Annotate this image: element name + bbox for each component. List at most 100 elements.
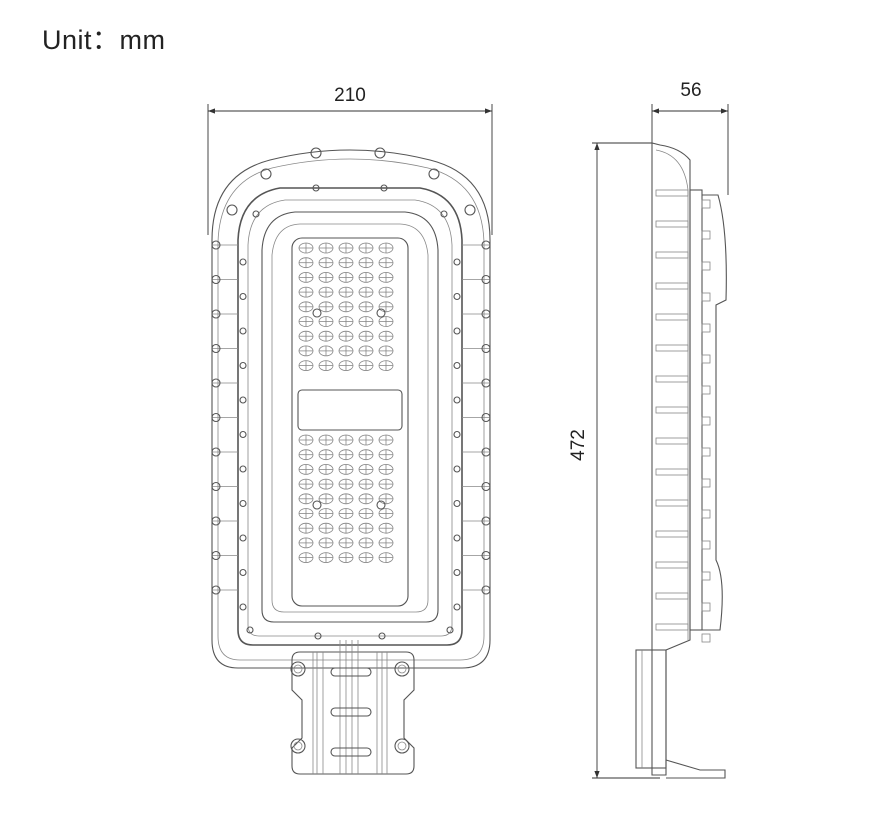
led bbox=[338, 360, 354, 372]
led-array bbox=[298, 242, 394, 563]
led bbox=[298, 449, 314, 461]
width-dimension: 210 bbox=[207, 85, 493, 235]
led bbox=[378, 345, 394, 357]
led bbox=[318, 345, 334, 357]
led bbox=[358, 552, 374, 563]
led bbox=[298, 552, 314, 563]
led bbox=[378, 301, 394, 313]
height-value: 472 bbox=[568, 429, 589, 461]
led bbox=[298, 271, 314, 283]
led bbox=[378, 463, 394, 475]
led bbox=[318, 316, 334, 327]
led bbox=[358, 478, 374, 490]
led bbox=[378, 271, 394, 283]
led bbox=[358, 493, 374, 505]
led bbox=[338, 257, 354, 269]
led bbox=[338, 552, 354, 563]
led bbox=[338, 271, 354, 283]
led bbox=[338, 345, 354, 357]
led bbox=[378, 493, 394, 505]
led bbox=[298, 522, 314, 534]
led bbox=[358, 316, 374, 327]
mounting-bracket bbox=[290, 640, 415, 775]
led bbox=[338, 434, 354, 446]
led bbox=[338, 242, 354, 254]
led bbox=[338, 463, 354, 475]
led bbox=[358, 286, 374, 298]
led bbox=[338, 449, 354, 461]
led bbox=[298, 330, 314, 342]
led bbox=[298, 493, 314, 505]
led bbox=[318, 522, 334, 534]
led bbox=[378, 434, 394, 446]
led bbox=[298, 360, 314, 372]
width-value: 210 bbox=[334, 85, 366, 106]
led bbox=[378, 257, 394, 269]
led bbox=[358, 271, 374, 283]
led bbox=[318, 242, 334, 254]
led bbox=[358, 257, 374, 269]
led bbox=[378, 449, 394, 461]
led bbox=[378, 552, 394, 563]
led bbox=[298, 316, 314, 327]
led bbox=[378, 330, 394, 342]
led bbox=[358, 508, 374, 519]
led bbox=[358, 242, 374, 254]
led bbox=[318, 286, 334, 298]
led bbox=[358, 345, 374, 357]
led bbox=[318, 271, 334, 283]
led bbox=[378, 286, 394, 298]
led bbox=[358, 360, 374, 372]
depth-dimension: 56 bbox=[651, 80, 729, 195]
led bbox=[358, 330, 374, 342]
led bbox=[338, 522, 354, 534]
led bbox=[338, 316, 354, 327]
led bbox=[318, 508, 334, 519]
front-view bbox=[211, 147, 491, 775]
height-dimension: 472 bbox=[568, 142, 660, 779]
led bbox=[318, 493, 334, 505]
led bbox=[298, 434, 314, 446]
screw-icon bbox=[312, 500, 322, 510]
led bbox=[378, 242, 394, 254]
led bbox=[318, 537, 334, 549]
led bbox=[318, 257, 334, 269]
led bbox=[378, 478, 394, 490]
heatsink-fins bbox=[211, 147, 491, 640]
screw-icon bbox=[312, 308, 322, 318]
led bbox=[338, 478, 354, 490]
led bbox=[338, 493, 354, 505]
led bbox=[378, 537, 394, 549]
led bbox=[378, 316, 394, 327]
led bbox=[298, 508, 314, 519]
led bbox=[318, 552, 334, 563]
side-fins bbox=[655, 189, 711, 643]
led bbox=[298, 478, 314, 490]
unit-label: Unit：mm bbox=[42, 25, 166, 55]
led bbox=[298, 242, 314, 254]
led bbox=[318, 360, 334, 372]
led bbox=[318, 330, 334, 342]
led bbox=[318, 449, 334, 461]
led bbox=[358, 522, 374, 534]
led bbox=[338, 330, 354, 342]
led bbox=[338, 537, 354, 549]
led bbox=[338, 301, 354, 313]
led bbox=[338, 508, 354, 519]
led bbox=[358, 301, 374, 313]
led bbox=[318, 301, 334, 313]
screw-icon bbox=[376, 500, 386, 510]
side-view bbox=[635, 142, 727, 779]
led bbox=[378, 508, 394, 519]
led bbox=[298, 537, 314, 549]
led bbox=[378, 522, 394, 534]
led bbox=[298, 257, 314, 269]
depth-value: 56 bbox=[680, 80, 701, 101]
led bbox=[318, 478, 334, 490]
led bbox=[298, 286, 314, 298]
screw-icon bbox=[376, 308, 386, 318]
led bbox=[358, 434, 374, 446]
led bbox=[318, 434, 334, 446]
led bbox=[298, 301, 314, 313]
led bbox=[358, 463, 374, 475]
